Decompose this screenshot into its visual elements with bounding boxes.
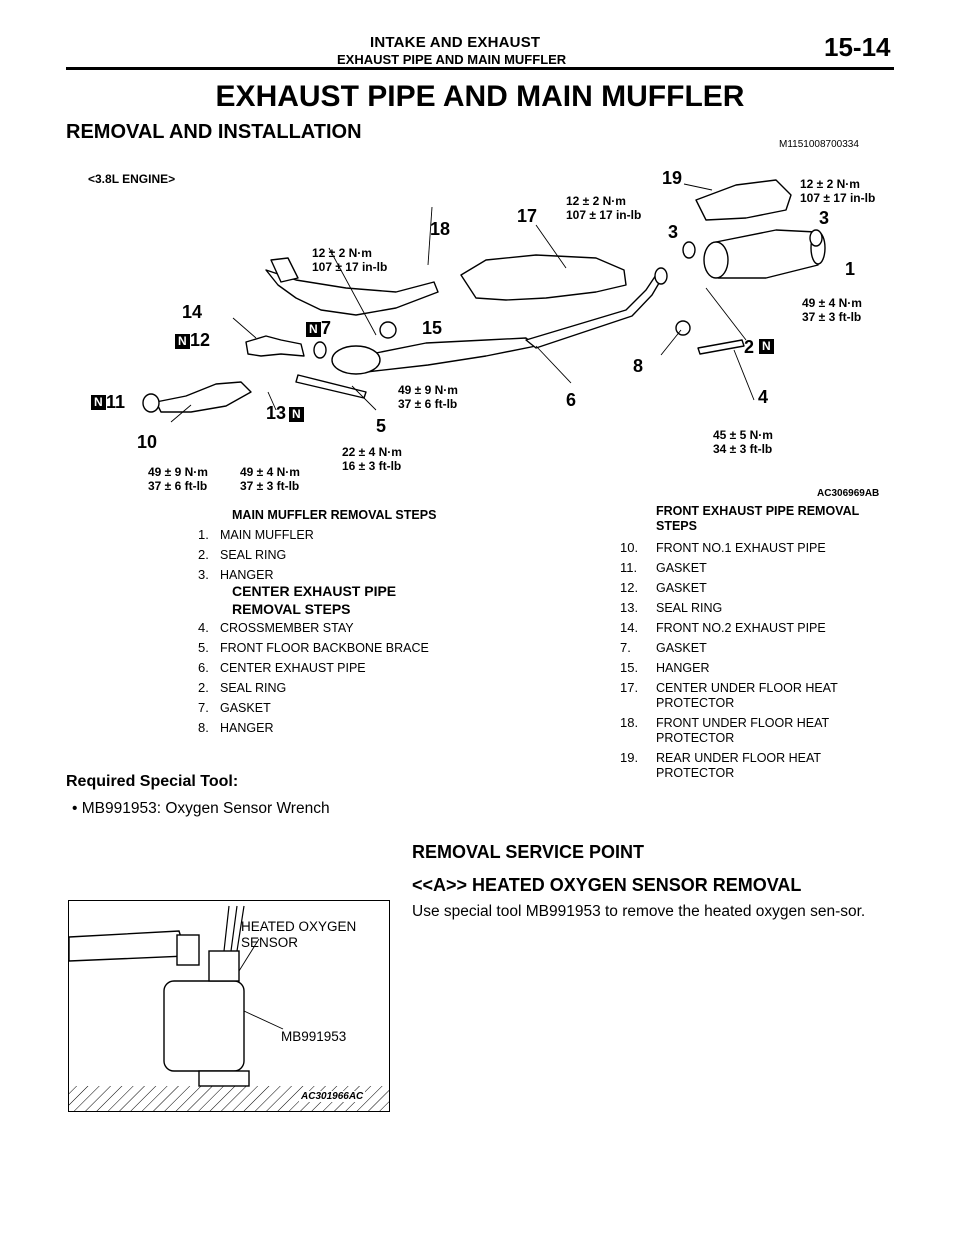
removal-subheading: <<A>> HEATED OXYGEN SENSOR REMOVAL (412, 875, 802, 895)
new-part-badge: N (175, 334, 190, 349)
list-item: 7.GASKET (620, 640, 707, 655)
main-muffler-heading: MAIN MUFFLER REMOVAL STEPS (232, 508, 437, 522)
list-item: 12.GASKET (620, 580, 707, 595)
new-part-badge: N (759, 339, 774, 354)
list-item: 4.CROSSMEMBER STAY (198, 620, 354, 635)
callout-7: 7 (321, 318, 332, 338)
removal-text: Use special tool MB991953 to remove the … (412, 903, 866, 920)
list-item: 6.CENTER EXHAUST PIPE (198, 660, 366, 675)
callout-11: 11 (106, 392, 126, 412)
list-item: 14.FRONT NO.2 EXHAUST PIPE (620, 620, 826, 635)
callout-17: 17 (517, 206, 538, 226)
figure-code: AC306969AB (817, 488, 880, 499)
special-tool-heading: Required Special Tool: (66, 773, 239, 790)
callout-14: 14 (182, 302, 203, 322)
list-item: 7.GASKET (198, 700, 271, 715)
document-code: M1151008700334 (779, 139, 859, 150)
exhaust-diagram (142, 179, 826, 423)
list-item: 11.GASKET (620, 560, 707, 575)
page-number: 15-14 (824, 32, 891, 62)
main-muffler-steps: 1.MAIN MUFFLER 2.SEAL RING 3.HANGER (198, 527, 314, 583)
callout-3: 3 (668, 222, 679, 242)
callout-5: 5 (376, 416, 387, 436)
main-muffler (715, 229, 819, 279)
new-part-badge: N (289, 407, 304, 422)
list-item: 15.HANGER (620, 660, 710, 675)
new-part-badge: N (91, 395, 106, 410)
callout-10: 10 (137, 432, 158, 452)
list-item: 2.SEAL RING (198, 547, 287, 562)
section-title: REMOVAL AND INSTALLATION (66, 121, 362, 143)
header-section: INTAKE AND EXHAUST (370, 34, 541, 51)
page-title: EXHAUST PIPE AND MAIN MUFFLER (215, 80, 745, 113)
center-pipe-steps: 4.CROSSMEMBER STAY 5.FRONT FLOOR BACKBON… (198, 620, 429, 736)
engine-label: <3.8L ENGINE> (88, 172, 176, 186)
callout-6: 6 (566, 390, 577, 410)
callout-3: 3 (819, 208, 830, 228)
front-pipe-steps: 10.FRONT NO.1 EXHAUST PIPE 11.GASKET 12.… (620, 540, 838, 781)
front-no1-pipe (155, 381, 252, 413)
callout-18: 18 (430, 219, 451, 239)
list-item: 1.MAIN MUFFLER (198, 527, 314, 542)
new-part-badge: N (306, 322, 321, 337)
list-item: 3.HANGER (198, 567, 274, 582)
callout-8: 8 (633, 356, 644, 376)
oxygen-sensor-illustration (69, 905, 389, 1111)
list-item: 5.FRONT FLOOR BACKBONE BRACE (198, 640, 429, 655)
callout-4: 4 (758, 387, 769, 407)
backbone-brace (295, 374, 367, 399)
front-heat-protector (265, 269, 439, 316)
rear-heat-protector (695, 179, 792, 221)
tool-label: MB991953 (281, 1029, 347, 1044)
removal-heading: REMOVAL SERVICE POINT (412, 842, 645, 862)
callout-15: 15 (422, 318, 443, 338)
callout-12: 12 (190, 330, 211, 350)
list-item: 8.HANGER (198, 720, 274, 735)
front-no2-pipe (245, 335, 305, 357)
callout-2: 2 (744, 337, 755, 357)
list-item: 2.SEAL RING (198, 680, 287, 695)
header-rule (66, 67, 894, 70)
crossmember-stay (697, 339, 745, 355)
list-item: 10.FRONT NO.1 EXHAUST PIPE (620, 540, 826, 555)
callout-13: 13 (266, 403, 287, 423)
callout-1: 1 (845, 259, 856, 279)
header-subsection: EXHAUST PIPE AND MAIN MUFFLER (337, 52, 567, 67)
figure2-code: AC301966AC (299, 1091, 366, 1102)
bullet-icon: • (72, 800, 82, 817)
list-item: 13.SEAL RING (620, 600, 723, 615)
special-tool-item: • MB991953: Oxygen Sensor Wrench (72, 800, 330, 817)
center-exhaust-pipe (365, 337, 537, 373)
center-heat-protector (460, 254, 627, 301)
callout-19: 19 (662, 168, 683, 188)
